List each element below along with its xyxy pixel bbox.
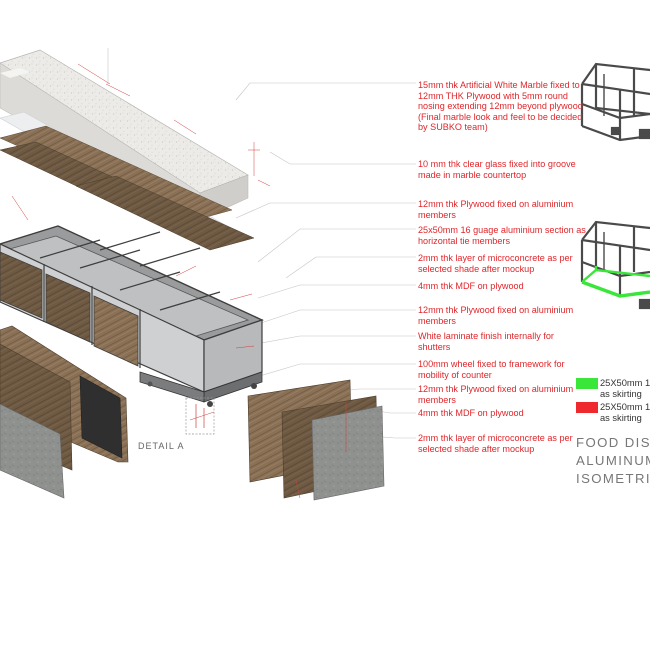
annotation-microconcrete-1: 2mm thk layer of microconcrete as per se…	[418, 253, 573, 274]
legend-swatch-red	[576, 402, 598, 413]
detail-a-label: DETAIL A	[138, 441, 185, 451]
annotation-plywood-low: 12mm thk Plywood fixed on aluminium memb…	[418, 384, 574, 405]
legend-swatch-green	[576, 378, 598, 389]
drawing-title-line-2: ALUMINUM F	[576, 453, 650, 468]
drawing-title-line-3: ISOMETRIC V	[576, 471, 650, 486]
front-panels	[0, 325, 129, 499]
legend-sublabel-red: as skirting	[600, 413, 642, 423]
annotation-marble: 15mm thk Artificial White Marble fixed t…	[418, 80, 583, 133]
legend-sublabel-green: as skirting	[600, 389, 642, 399]
annotation-mdf-1: 4mm thk MDF on plywood	[418, 281, 524, 291]
detail-a-callout	[185, 397, 215, 435]
annotation-laminate: White laminate finish internally for shu…	[418, 331, 554, 352]
legend-label-green: 25X50mm 1	[600, 378, 650, 388]
drawing-title-line-1: FOOD DISPLA	[576, 435, 650, 450]
frame-isometric-top	[580, 62, 650, 142]
dimension-marks	[11, 63, 347, 499]
legend-label-red: 25X50mm 1	[600, 402, 650, 412]
annotation-glass: 10 mm thk clear glass fixed into groove …	[418, 159, 576, 180]
side-panels	[247, 379, 385, 501]
annotation-mdf-2: 4mm thk MDF on plywood	[418, 408, 524, 418]
annotation-plywood-top: 12mm thk Plywood fixed on aluminium memb…	[418, 199, 574, 220]
annotation-plywood-mid: 12mm thk Plywood fixed on aluminium memb…	[418, 305, 574, 326]
annotation-aluminium-section: 25x50mm 16 guage aluminium section as ho…	[418, 225, 586, 246]
plywood-sheets-top	[0, 125, 255, 251]
frame-isometric-skirting	[580, 220, 650, 310]
annotation-microconcrete-2: 2mm thk layer of microconcrete as per se…	[418, 433, 573, 454]
annotation-wheel: 100mm wheel fixed to framework for mobil…	[418, 359, 565, 380]
cabinet-frame	[0, 225, 264, 407]
